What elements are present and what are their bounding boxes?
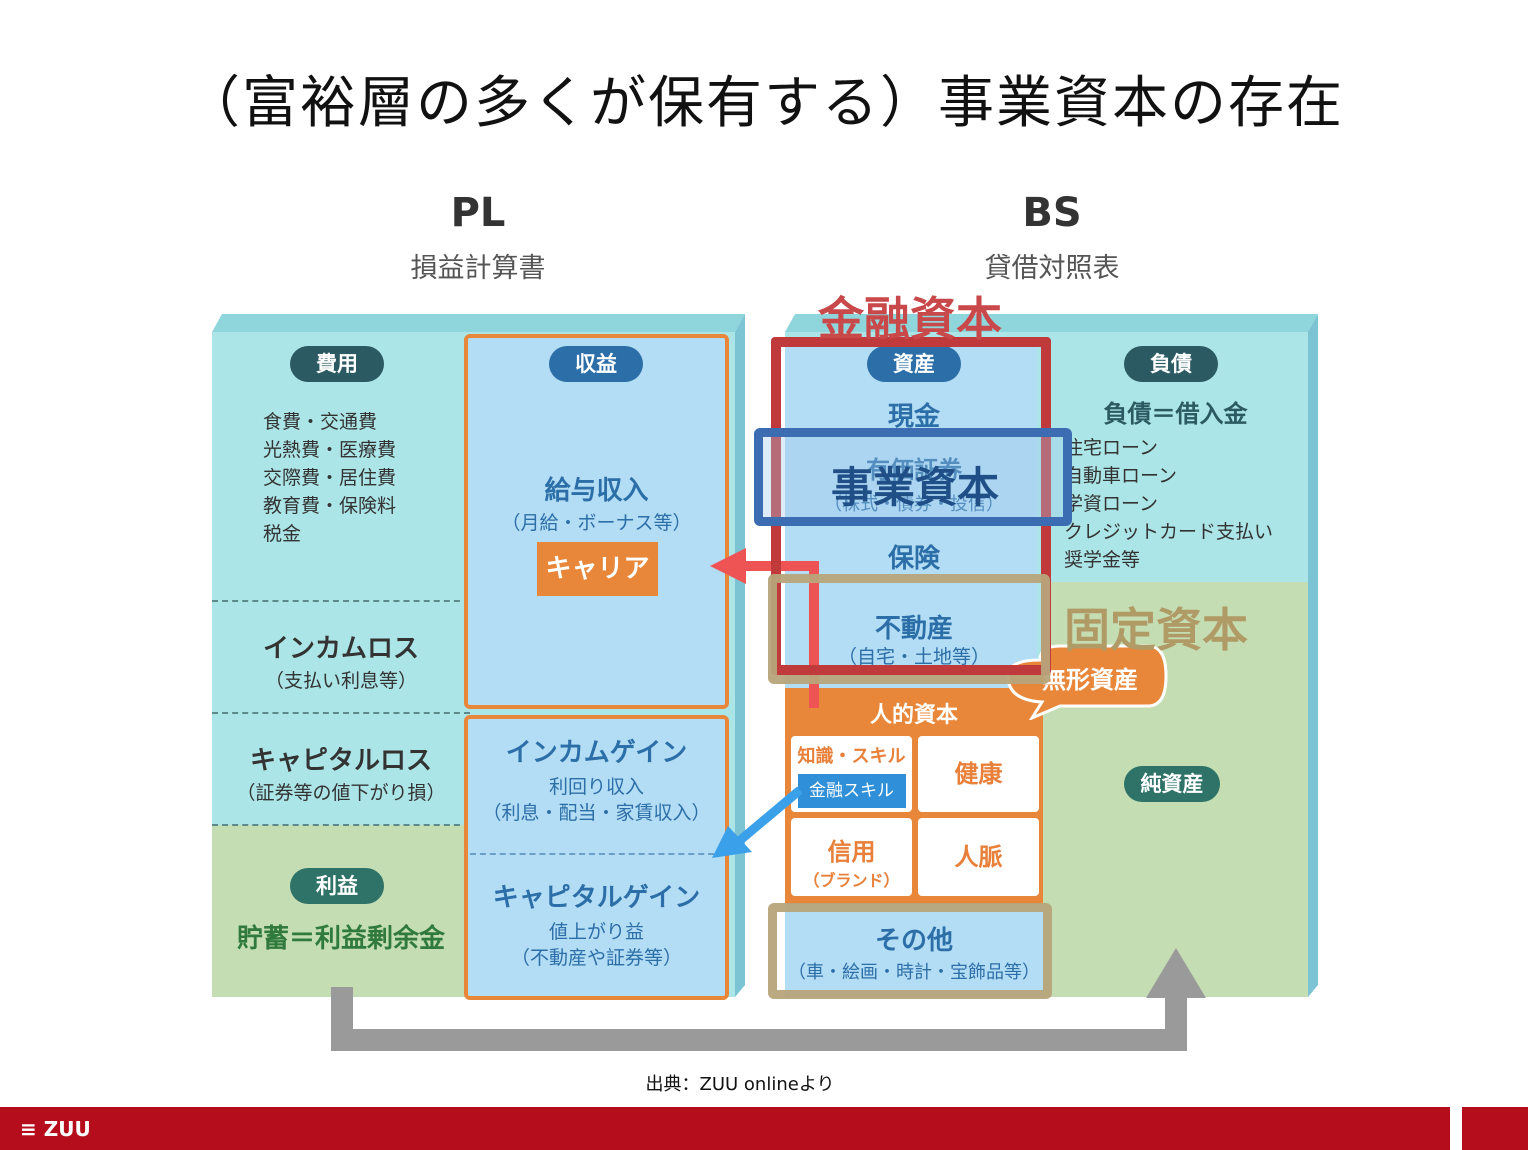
logo-text: ZUU (43, 1117, 91, 1141)
bs-title: BS (1022, 190, 1082, 236)
trust-label: 信用 (827, 838, 876, 866)
pl-expense-area (212, 332, 470, 825)
real-estate-label: 不動産 (874, 614, 953, 644)
logo: ≡ ZUU (20, 1117, 91, 1141)
expense-item: 食費・交通費 (263, 411, 378, 433)
red-arrow-head (710, 548, 746, 584)
career-badge: キャリア (537, 542, 658, 596)
source-note: 出典：ZUU onlineより (645, 1074, 835, 1095)
expense-item: 教育費・保険料 (263, 495, 397, 517)
divider (212, 824, 470, 826)
pl-top-face (212, 314, 745, 332)
footer-bar (0, 1107, 1450, 1150)
liabilities-label: 負債 (1124, 346, 1218, 382)
bs-subtitle: 貸借対照表 (984, 253, 1120, 284)
pl-title: PL (450, 190, 506, 236)
capital-loss-sub: （証券等の値下がり損） (236, 782, 446, 804)
net-assets-label: 純資産 (1124, 766, 1220, 802)
income-loss-title: インカムロス (262, 634, 419, 664)
liabilities-title: 負債＝借入金 (1103, 400, 1248, 428)
fixed-capital-outline-bottom (768, 903, 1052, 999)
brand-label: （ブランド） (803, 871, 900, 890)
revenue-label: 収益 (549, 346, 643, 382)
profit-label: 利益 (290, 868, 384, 904)
expense-item: 光熱費・医療費 (263, 439, 397, 461)
liability-item: 住宅ローン (1064, 437, 1159, 459)
pl-subtitle: 損益計算書 (410, 253, 546, 284)
real-estate-sub: （自宅・土地等） (837, 646, 990, 668)
gray-arrow (331, 987, 1187, 1051)
other-sub: （車・絵画・時計・宝飾品等） (788, 962, 1040, 983)
financial-capital-outline (771, 337, 1051, 675)
fixed-capital-outline-top (768, 574, 1050, 684)
expense-item: 税金 (263, 523, 302, 545)
insurance-label: 保険 (887, 544, 940, 574)
salary-sub: （月給・ボーナス等） (501, 512, 692, 534)
liability-item: 自動車ローン (1064, 465, 1178, 487)
salary-title: 給与収入 (544, 476, 649, 506)
trust-cell: 信用 （ブランド） (791, 818, 912, 896)
page-title: （富裕層の多くが保有する）事業資本の存在 (184, 71, 1344, 136)
other-title: その他 (874, 926, 953, 956)
human-capital-title: 人的資本 (869, 703, 958, 728)
knowledge-cell: 知識・スキル 金融スキル (791, 736, 912, 812)
logo-mark-icon: ≡ (20, 1117, 37, 1141)
liabilities-list: 住宅ローン 自動車ローン 学資ローン クレジットカード支払い 奨学金等 (1064, 434, 1273, 574)
capital-gain-sub2: （不動産や証券等） (510, 947, 682, 969)
divider (212, 712, 470, 714)
fixed-capital-label: 固定資本 (1064, 603, 1248, 657)
assets-label: 資産 (867, 346, 961, 382)
income-gain-sub2: （利息・配当・家賃収入） (482, 802, 711, 824)
securities-label: 有価証券 (866, 456, 962, 484)
red-arrow (745, 561, 819, 708)
income-loss-sub: （支払い利息等） (264, 670, 417, 692)
expenses-list: 食費・交通費 光熱費・医療費 交際費・居住費 教育費・保険料 税金 (263, 408, 396, 548)
expense-item: 交際費・居住費 (263, 467, 397, 489)
knowledge-label: 知識・スキル (797, 746, 906, 767)
other-area (785, 904, 1043, 997)
blue-arrow-head (712, 826, 752, 858)
income-gain-title: インカムゲイン (505, 738, 688, 768)
capital-gain-sub1: 値上がり益 (548, 921, 644, 943)
securities-sub: （株式・債券・投信） (824, 494, 1004, 515)
gray-arrow-head (1146, 948, 1206, 998)
expenses-label: 費用 (290, 346, 384, 382)
liability-item: クレジットカード支払い (1064, 521, 1274, 543)
liability-item: 奨学金等 (1064, 549, 1141, 571)
gains-box (464, 715, 729, 1000)
bs-top-face (785, 314, 1318, 332)
income-gain-sub1: 利回り収入 (548, 776, 644, 798)
divider (470, 853, 724, 855)
business-capital-outline (754, 428, 1072, 526)
intangible-label: 無形資産 (1042, 666, 1138, 694)
blue-arrow (735, 786, 803, 846)
capital-gain-title: キャピタルゲイン (492, 883, 701, 913)
business-capital-label: 事業資本 (830, 463, 999, 512)
network-cell: 人脈 (918, 818, 1039, 896)
financial-capital-label: 金融資本 (818, 292, 1002, 346)
revenue-box (464, 334, 729, 709)
capital-loss-title: キャピタルロス (249, 746, 432, 776)
health-cell: 健康 (918, 736, 1039, 812)
pl-profit-area (212, 825, 470, 997)
fin-skill-badge: 金融スキル (797, 774, 906, 808)
liability-item: 学資ローン (1064, 493, 1159, 515)
profit-text: 貯蓄＝利益剰余金 (236, 924, 445, 954)
divider (212, 600, 470, 602)
footer-bar-end (1462, 1107, 1528, 1150)
cash-label: 現金 (887, 402, 940, 432)
